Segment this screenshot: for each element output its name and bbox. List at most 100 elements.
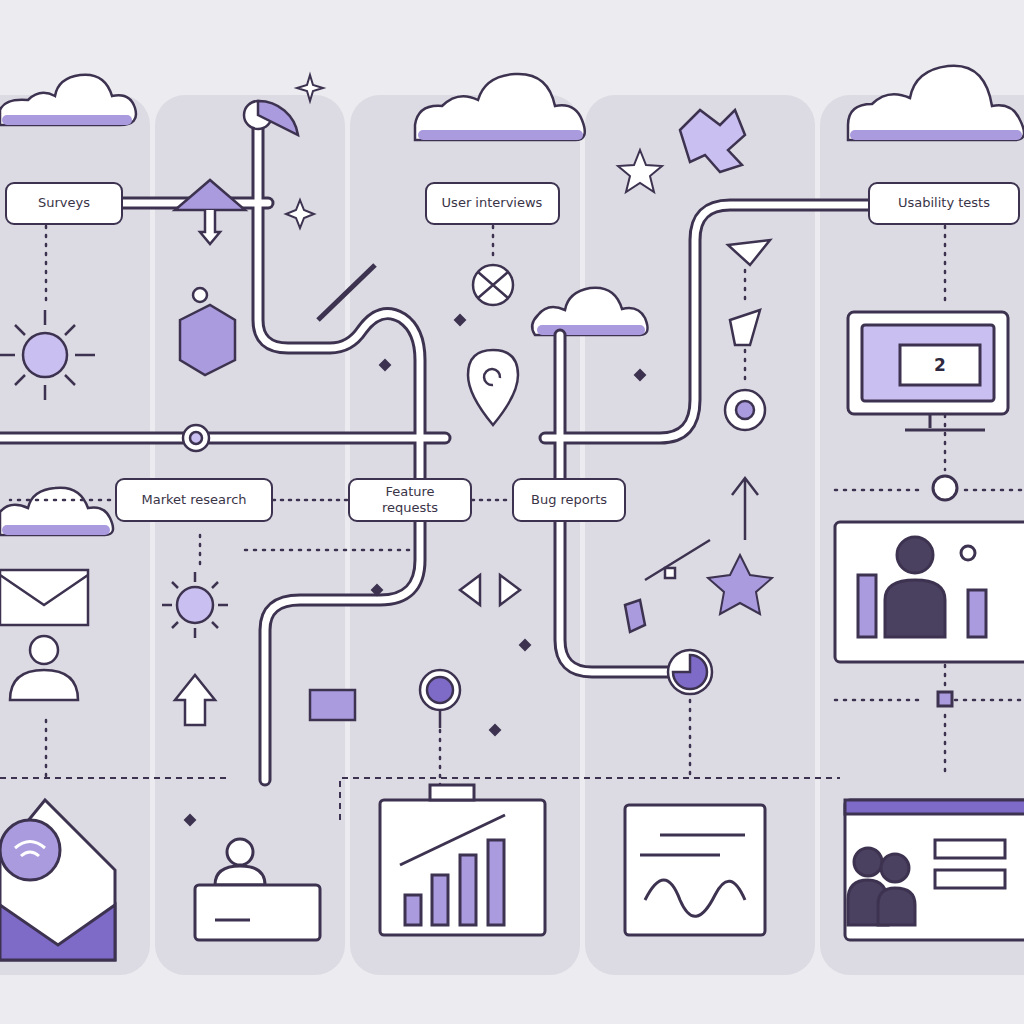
illustration-part — [175, 675, 215, 725]
illustration-part — [0, 488, 113, 535]
box-label: Market research — [141, 492, 246, 508]
illustration-part — [10, 499, 110, 502]
illustration-part — [177, 587, 213, 623]
illustration-part — [850, 130, 1022, 140]
illustration-part — [618, 150, 662, 192]
illustration-part — [885, 580, 945, 637]
box-label: User interviews — [442, 195, 543, 211]
illustration-part — [200, 210, 220, 244]
background-panels — [0, 95, 1024, 975]
illustration-part — [835, 522, 1024, 662]
sparkles — [185, 75, 772, 825]
illustration-part — [0, 75, 136, 125]
illustration-part — [708, 555, 772, 614]
box-label: Bug reports — [531, 492, 607, 508]
illustration-part — [478, 272, 508, 298]
track-outline — [0, 118, 868, 780]
illustration-part — [730, 310, 760, 345]
illustration-part — [195, 885, 320, 940]
illustration-part — [180, 305, 235, 375]
box-label: Usability tests — [898, 195, 990, 211]
illustration-part — [878, 888, 915, 925]
source-box: Bug reports — [512, 478, 626, 522]
illustration-part — [625, 600, 645, 632]
cloud-shading — [2, 115, 1022, 535]
illustration-part — [933, 476, 957, 500]
illustration-part — [310, 690, 355, 720]
illustration-part — [190, 432, 202, 444]
connector-line — [273, 499, 348, 502]
illustration-part — [484, 369, 500, 385]
illustration-part — [848, 312, 1008, 414]
illustration-part — [258, 101, 298, 135]
illustration-part — [900, 345, 980, 385]
illustration-part — [400, 815, 505, 865]
source-box: Market research — [115, 478, 273, 522]
source-box: Surveys — [5, 182, 123, 225]
illustration-part — [0, 432, 445, 445]
illustration-part — [668, 650, 712, 694]
illustration-part — [0, 905, 115, 960]
illustration-part — [848, 66, 1024, 140]
illustration-part — [380, 800, 545, 935]
illustration-part — [858, 575, 876, 637]
illustration-part — [185, 315, 645, 825]
illustration-part — [460, 855, 476, 925]
illustration-part — [258, 118, 420, 780]
illustration-part — [640, 835, 745, 855]
illustration-part — [2, 525, 110, 535]
illustration-part — [835, 489, 1024, 492]
illustration-part — [968, 590, 986, 637]
illustration-part — [744, 350, 747, 385]
illustration-part — [460, 575, 520, 605]
illustration-part — [961, 546, 975, 560]
track-markers — [175, 101, 712, 694]
illustration-part — [0, 777, 230, 779]
source-box: Usability tests — [868, 182, 1020, 225]
illustration-part — [10, 670, 78, 700]
illustration-part — [473, 265, 513, 305]
illustration-part — [845, 800, 1024, 940]
illustration-part — [2, 115, 132, 125]
bottom-cards — [0, 785, 1024, 960]
illustration-part — [0, 575, 88, 605]
illustration-part — [0, 800, 115, 960]
illustration-part — [845, 800, 1024, 814]
illustration-part — [0, 95, 150, 975]
illustration-part — [468, 350, 518, 425]
illustration-part — [854, 848, 882, 876]
illustration-part — [432, 875, 448, 925]
illustration-part — [625, 805, 765, 935]
illustration-part — [944, 715, 947, 775]
illustration-part — [318, 265, 375, 320]
illustration-part — [30, 636, 58, 664]
illustration-part — [415, 74, 585, 140]
connector-line — [472, 499, 512, 502]
presentation-board — [835, 522, 1024, 706]
illustration-part — [862, 325, 994, 401]
illustration-part — [245, 549, 410, 552]
illustration-part — [545, 205, 868, 438]
illustration-part — [673, 655, 707, 689]
illustration-part — [728, 240, 770, 265]
illustration-part — [258, 118, 420, 780]
illustration-part — [15, 842, 45, 857]
illustration-part — [0, 435, 445, 442]
illustration-part — [193, 288, 207, 302]
dotted-lines — [10, 226, 1024, 790]
illustration-part — [430, 785, 474, 800]
illustration-part — [935, 870, 1005, 888]
illustration-part — [938, 692, 952, 706]
box-label: Surveys — [38, 195, 90, 211]
illustration-part — [744, 270, 747, 300]
illustration-part — [897, 537, 933, 573]
illustration-part — [420, 670, 460, 710]
source-box: Feature requests — [348, 478, 472, 522]
illustration-part — [215, 919, 250, 922]
illustration-part — [297, 75, 323, 101]
track-fill — [0, 118, 868, 780]
illustration-part — [199, 535, 202, 565]
illustration-part — [23, 333, 67, 377]
illustration-part — [665, 568, 675, 578]
illustration-part — [45, 226, 48, 300]
